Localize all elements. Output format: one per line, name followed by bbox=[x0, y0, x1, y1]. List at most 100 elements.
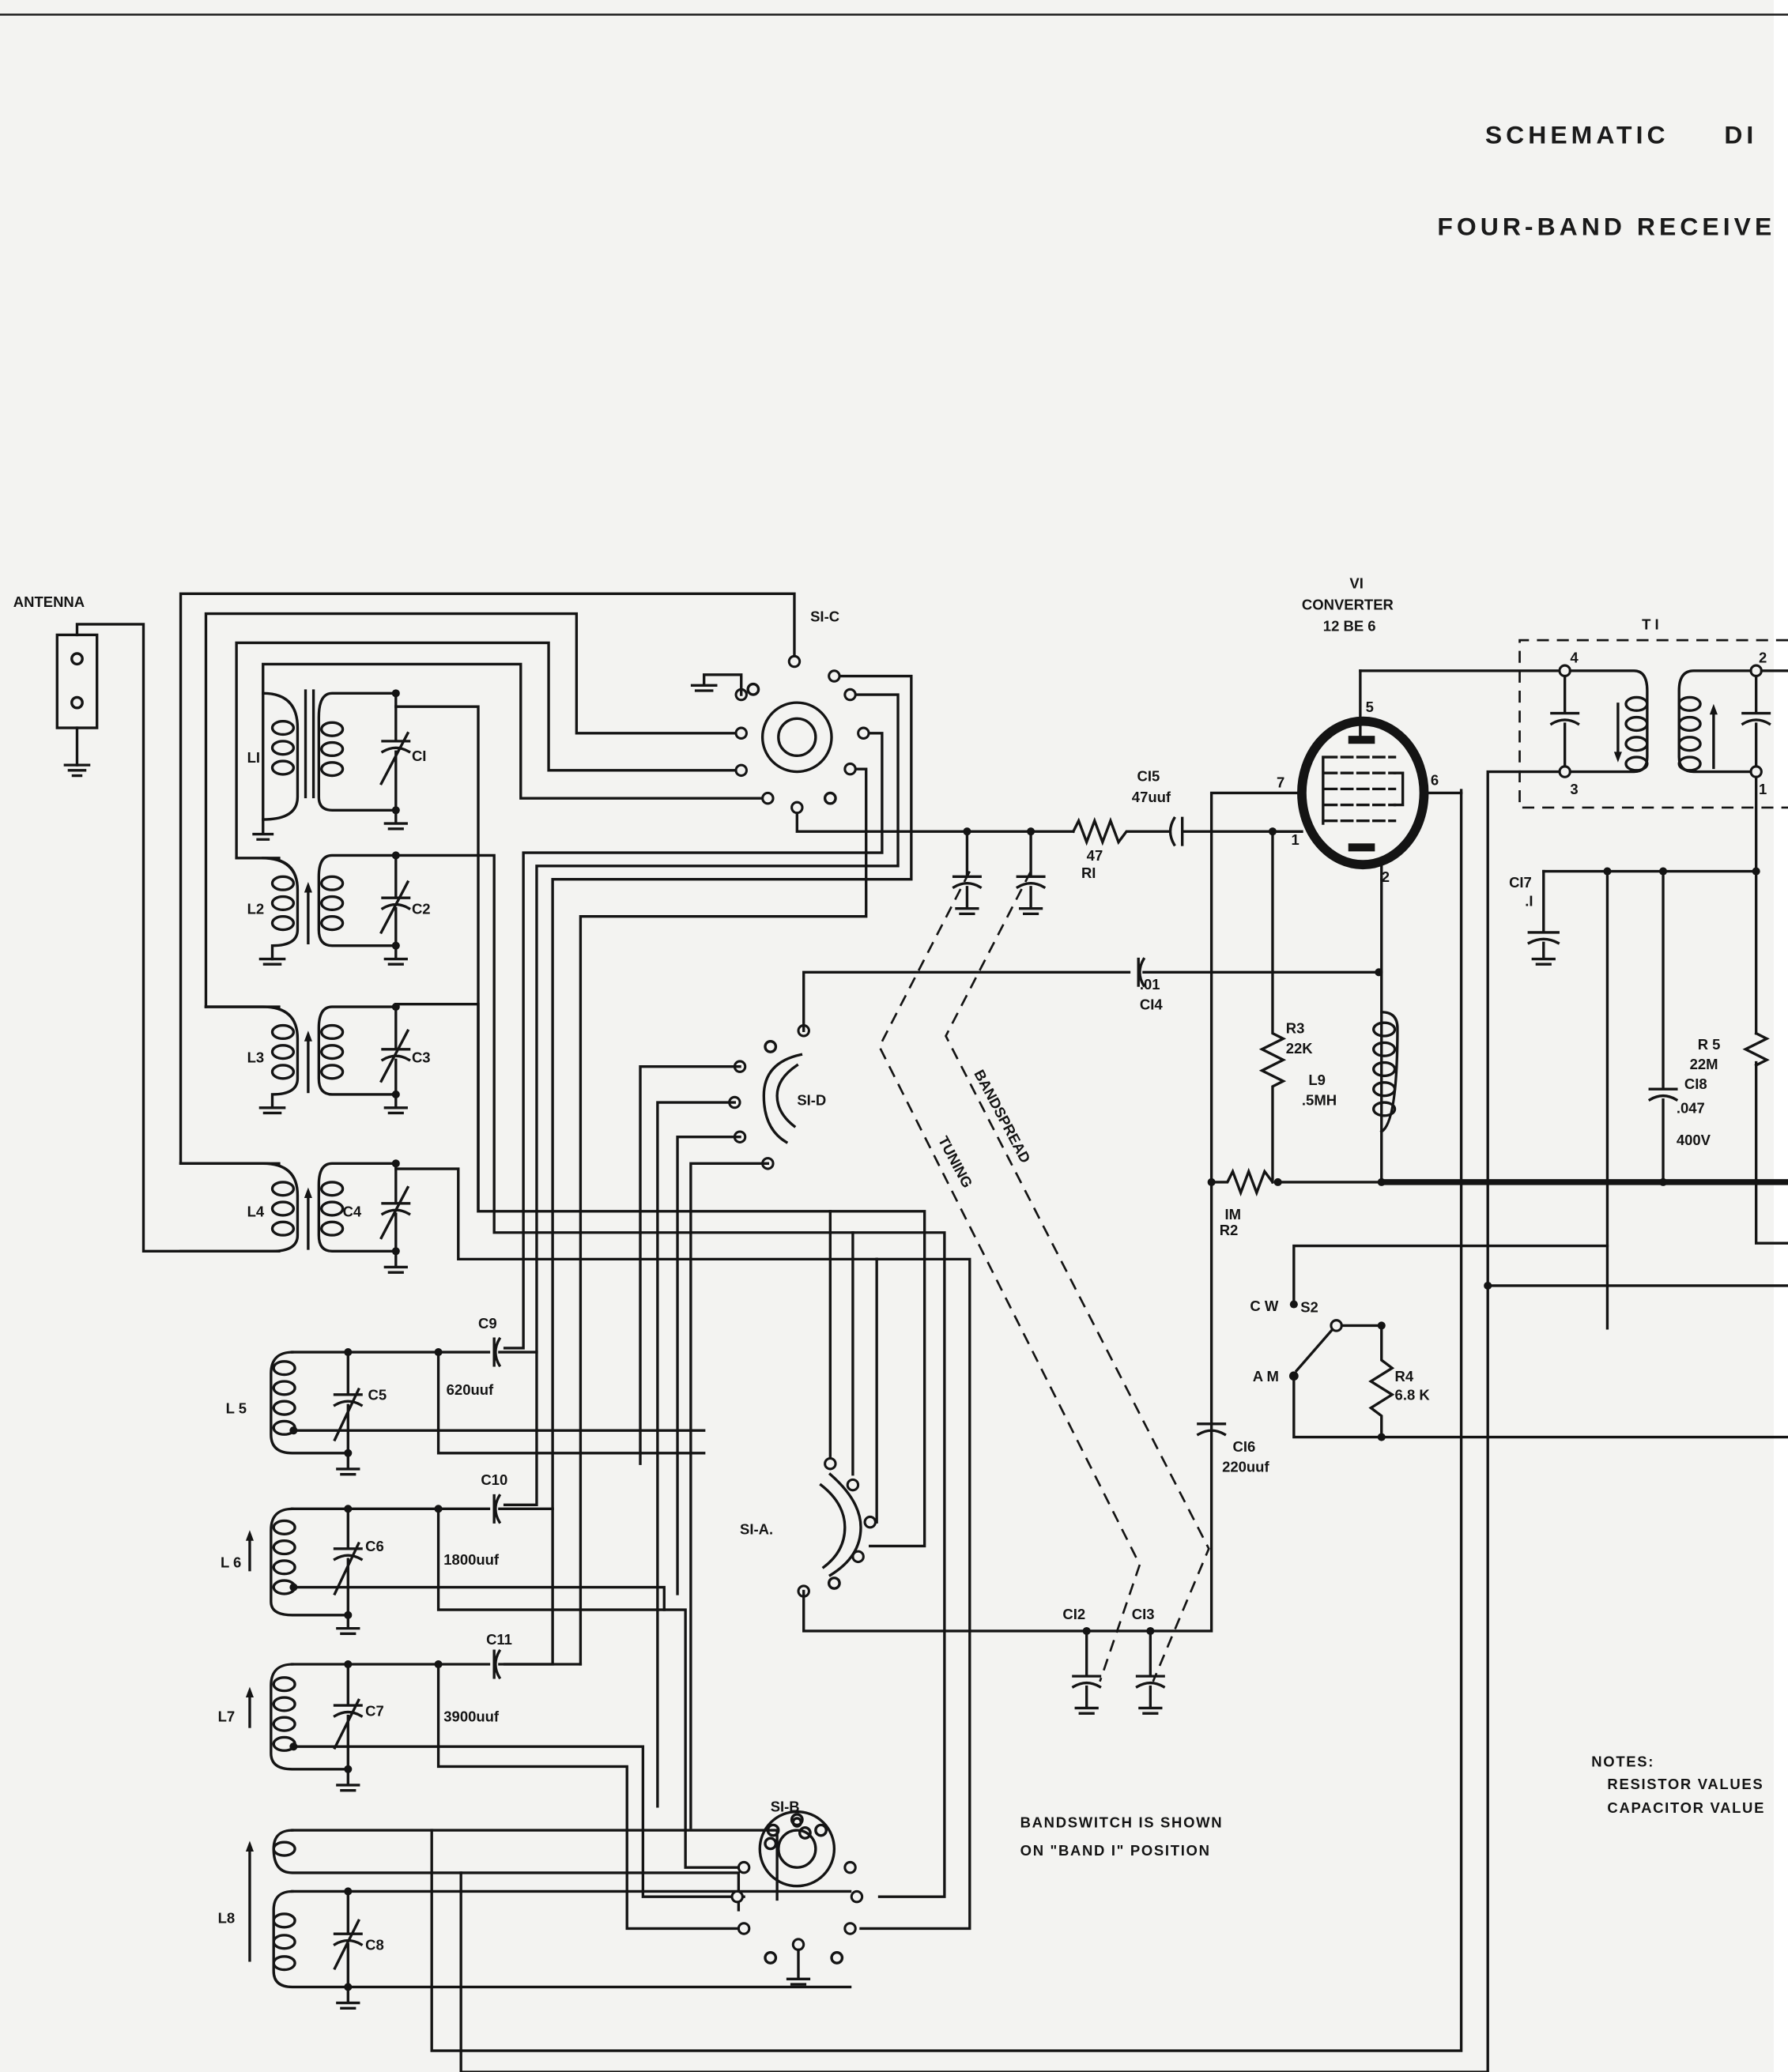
capacitor-c9-label: C9 bbox=[478, 1315, 497, 1332]
coil-l1-label: LI bbox=[247, 749, 260, 766]
switch-s1c-icon bbox=[690, 654, 870, 815]
capacitor-c10-value: 1800uuf bbox=[443, 1551, 500, 1568]
switch-s1b-label: SI-B bbox=[771, 1799, 800, 1815]
resistor-r3-label: R3 bbox=[1286, 1020, 1305, 1037]
t1-pin-1: 1 bbox=[1759, 781, 1767, 797]
coil-l7-label: L7 bbox=[218, 1708, 236, 1724]
capacitor-c7-label: C7 bbox=[365, 1703, 384, 1720]
switch-s1d-icon bbox=[639, 957, 1381, 1829]
capacitor-c18-value: .047 bbox=[1677, 1099, 1705, 1116]
capacitor-c15-label: CI5 bbox=[1137, 767, 1160, 784]
capacitor-c17-label: CI7 bbox=[1509, 874, 1532, 891]
capacitor-c16-label: CI6 bbox=[1233, 1438, 1256, 1455]
capacitor-c13-label: CI3 bbox=[1132, 1606, 1155, 1622]
s2-cw-label: C W bbox=[1250, 1298, 1278, 1314]
t1-pin-3: 3 bbox=[1570, 781, 1578, 797]
r3-l9-r2-icon bbox=[1207, 827, 1399, 1197]
capacitor-c4-label: C4 bbox=[343, 1204, 362, 1220]
capacitor-c8-label: C8 bbox=[365, 1936, 384, 1953]
title-four-band-receiver: FOUR-BAND RECEIVE bbox=[1437, 212, 1775, 240]
coil-l4-label: L4 bbox=[247, 1204, 265, 1220]
coil-l6-label: L 6 bbox=[221, 1554, 241, 1570]
capacitor-c5-label: C5 bbox=[368, 1387, 387, 1403]
s2-am-label: A M bbox=[1253, 1368, 1279, 1384]
resistor-r4-label: R4 bbox=[1395, 1368, 1414, 1384]
transformer-t1-label: T I bbox=[1642, 616, 1659, 633]
switch-s1d-label: SI-D bbox=[797, 1091, 826, 1108]
capacitor-c12-label: CI2 bbox=[1062, 1606, 1085, 1622]
coil-l2-label: L2 bbox=[247, 900, 265, 917]
s2-label: S2 bbox=[1300, 1299, 1318, 1316]
inductor-l9-label: L9 bbox=[1308, 1072, 1326, 1088]
capacitor-c2-label: C2 bbox=[412, 900, 431, 917]
coil-l3-icon bbox=[204, 1002, 411, 1115]
switch-s1a-icon bbox=[797, 793, 1213, 1633]
notes-heading: NOTES: bbox=[1591, 1753, 1654, 1769]
capacitor-c6-label: C6 bbox=[365, 1538, 384, 1554]
title-schematic-cut: DI bbox=[1724, 121, 1757, 149]
capacitor-c18-rating: 400V bbox=[1677, 1132, 1711, 1148]
tube-pin-6: 6 bbox=[1431, 771, 1439, 788]
coil-l2-icon bbox=[258, 851, 411, 966]
mode-switch-s2-icon bbox=[1288, 1244, 1788, 1441]
coil-l5-label: L 5 bbox=[226, 1400, 247, 1416]
title-schematic: SCHEMATIC bbox=[1485, 121, 1669, 149]
resistor-r4-value: 6.8 K bbox=[1395, 1387, 1431, 1403]
capacitor-c3-label: C3 bbox=[412, 1049, 431, 1066]
resistor-r5-value: 22M bbox=[1690, 1056, 1718, 1072]
resistor-r1-icon bbox=[1071, 816, 1171, 846]
capacitor-c14-value: .01 bbox=[1140, 976, 1160, 993]
notes-capacitor-values: CAPACITOR VALUE bbox=[1607, 1799, 1765, 1816]
bandspread-gang-link bbox=[945, 870, 1210, 1682]
bandswitch-note-line1: BANDSWITCH IS SHOWN bbox=[1020, 1814, 1224, 1831]
tube-v1-type: 12 BE 6 bbox=[1323, 617, 1376, 634]
capacitor-c1-label: CI bbox=[412, 748, 426, 764]
inductor-l9-value: .5MH bbox=[1302, 1091, 1337, 1108]
tube-pin-1: 1 bbox=[1291, 831, 1299, 848]
b-plus-network-icon bbox=[1273, 867, 1788, 1330]
tube-pin-2: 2 bbox=[1382, 868, 1390, 885]
resistor-r3-value: 22K bbox=[1286, 1040, 1314, 1057]
t1-pin-2: 2 bbox=[1759, 650, 1767, 666]
resistor-r2-value: IM bbox=[1224, 1206, 1241, 1222]
antenna-label: ANTENNA bbox=[13, 593, 85, 610]
oscillator-coils bbox=[245, 789, 1489, 2072]
gang-capacitors-icon bbox=[952, 827, 1075, 916]
capacitor-c9-value: 620uuf bbox=[447, 1381, 494, 1398]
bandswitch-note-line2: ON "BAND I" POSITION bbox=[1020, 1842, 1211, 1859]
tube-pin-7: 7 bbox=[1277, 774, 1284, 791]
resistor-r5-label: R 5 bbox=[1698, 1036, 1721, 1053]
tube-v1-role: CONVERTER bbox=[1302, 596, 1394, 612]
capacitor-c17-value: .I bbox=[1525, 892, 1533, 909]
switch-s1c-label: SI-C bbox=[810, 608, 839, 625]
bandspread-label: BANDSPREAD bbox=[971, 1067, 1034, 1166]
tube-pin-5: 5 bbox=[1366, 699, 1374, 715]
capacitor-c14-label: CI4 bbox=[1140, 996, 1163, 1012]
capacitor-c18-label: CI8 bbox=[1684, 1076, 1707, 1092]
antenna-terminal-icon bbox=[55, 623, 281, 1253]
switch-s1b-icon bbox=[730, 1810, 864, 1986]
variable-capacitors-c12-c13-icon bbox=[1071, 1626, 1166, 1715]
notes-resistor-values: RESISTOR VALUES bbox=[1607, 1776, 1763, 1792]
tube-v1-name: VI bbox=[1349, 575, 1363, 592]
tube-v1-icon bbox=[1209, 669, 1569, 1184]
switch-s1a-label: SI-A. bbox=[740, 1520, 773, 1537]
tuning-gang-link bbox=[878, 870, 1141, 1682]
capacitor-c16-value: 220uuf bbox=[1222, 1458, 1269, 1475]
t1-pin-4: 4 bbox=[1570, 650, 1579, 666]
resistor-r2-label: R2 bbox=[1220, 1222, 1239, 1238]
capacitor-c10-label: C10 bbox=[481, 1471, 507, 1488]
tuning-label: TUNING bbox=[935, 1133, 976, 1190]
resistor-r1-label: RI bbox=[1081, 865, 1096, 881]
coil-l3-label: L3 bbox=[247, 1049, 265, 1066]
wiring-bus bbox=[179, 592, 971, 1931]
ground-icon bbox=[63, 763, 91, 778]
page-edge bbox=[1774, 0, 1788, 2072]
variable-capacitor-c1-icon bbox=[379, 689, 411, 831]
capacitor-c16-icon bbox=[1196, 1422, 1227, 1437]
capacitor-c15-value: 47uuf bbox=[1132, 789, 1171, 805]
capacitor-c11-value: 3900uuf bbox=[443, 1708, 500, 1724]
transformer-t1-icon bbox=[1486, 639, 1788, 1287]
